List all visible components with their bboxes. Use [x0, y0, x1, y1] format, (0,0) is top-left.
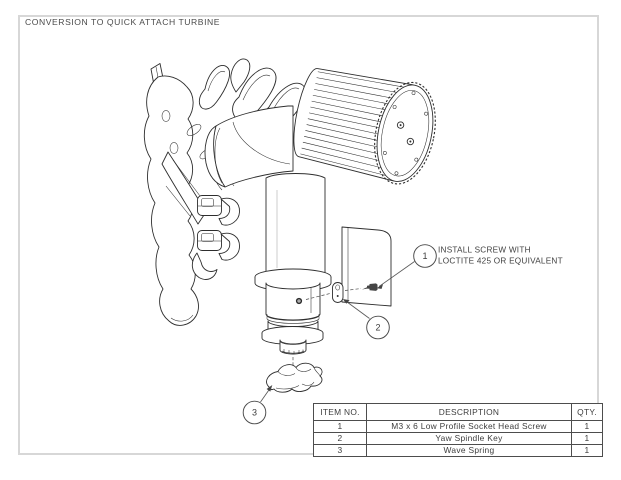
- cell-qty: 1: [571, 432, 603, 445]
- balloon-2: 2: [366, 315, 390, 340]
- wave-spring-part: [266, 362, 323, 393]
- balloon-2-number: 2: [375, 323, 380, 333]
- cell-qty: 1: [571, 420, 603, 433]
- table-header-row: ITEM NO. DESCRIPTION QTY.: [313, 403, 603, 421]
- cell-description: M3 x 6 Low Profile Socket Head Screw: [366, 420, 572, 433]
- cell-qty: 1: [571, 444, 603, 457]
- cell-item-no: 3: [313, 444, 367, 457]
- cell-description: Wave Spring: [366, 444, 572, 457]
- yaw-spindle-key-part: [332, 282, 344, 303]
- col-header-item-no: ITEM NO.: [313, 403, 367, 421]
- screw-part: [362, 283, 378, 291]
- drawing-title: CONVERSION TO QUICK ATTACH TURBINE: [25, 17, 221, 27]
- mount-plate: [341, 226, 392, 307]
- table-row: 2 Yaw Spindle Key 1: [313, 432, 603, 445]
- knurled-rim: [374, 81, 436, 185]
- yaw-spindle: [254, 268, 332, 355]
- cell-description: Yaw Spindle Key: [366, 432, 572, 445]
- horizontal-centerline: [305, 288, 362, 300]
- callout-leaders: [260, 261, 415, 403]
- col-header-qty: QTY.: [571, 403, 603, 421]
- parts-table: ITEM NO. DESCRIPTION QTY. 1 M3 x 6 Low P…: [313, 403, 603, 457]
- balloon-1-number: 1: [422, 251, 427, 261]
- col-header-description: DESCRIPTION: [366, 403, 572, 421]
- balloon-3-number: 3: [252, 408, 257, 418]
- table-row: 1 M3 x 6 Low Profile Socket Head Screw 1: [313, 420, 603, 433]
- table-row: 3 Wave Spring 1: [313, 444, 603, 457]
- turbine-motor-body: [293, 68, 436, 185]
- latch-hook: [197, 195, 240, 226]
- cell-item-no: 1: [313, 420, 367, 433]
- gearbox-housing: [204, 105, 294, 188]
- install-note-line-1: INSTALL SCREW WITH: [438, 246, 531, 255]
- install-note: INSTALL SCREW WITH LOCTITE 425 OR EQUIVA…: [438, 246, 563, 266]
- install-note-line-2: LOCTITE 425 OR EQUIVALENT: [438, 257, 563, 266]
- balloon-3: 3: [242, 400, 267, 425]
- balloon-1: 1: [413, 244, 437, 268]
- cell-item-no: 2: [313, 432, 367, 445]
